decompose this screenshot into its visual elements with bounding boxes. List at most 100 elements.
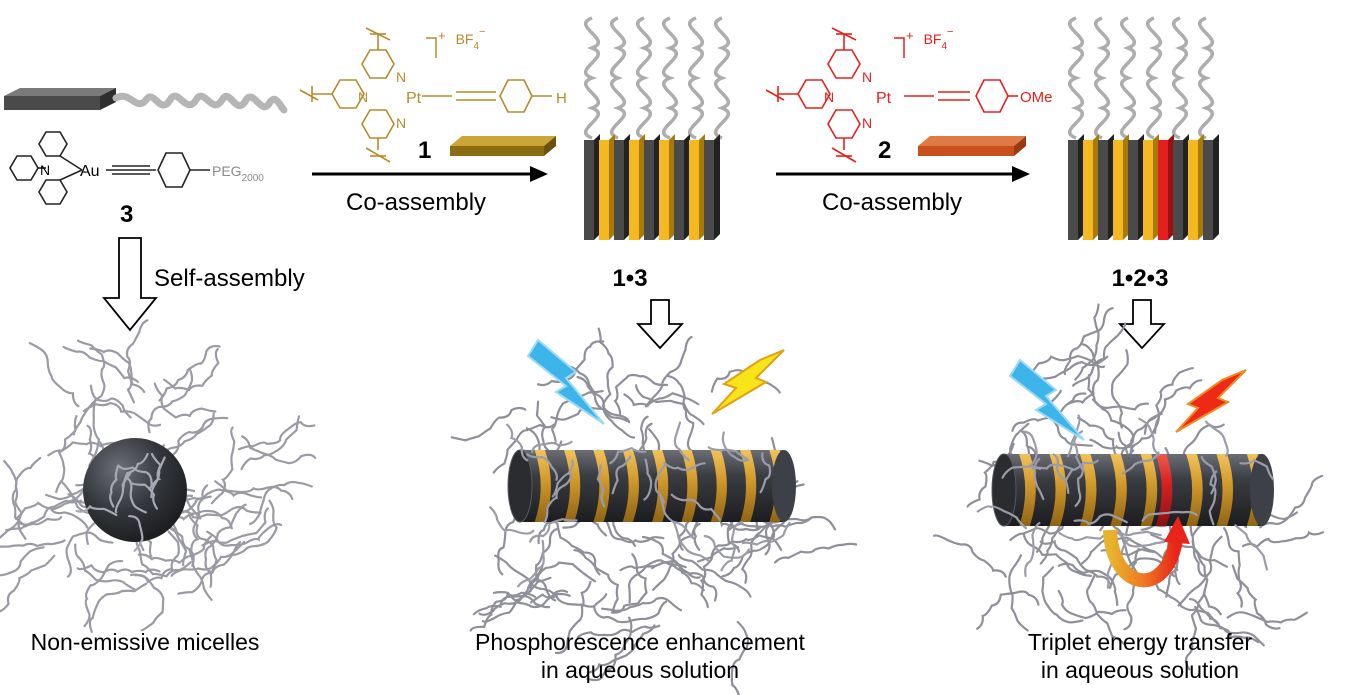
- peg-chain: [672, 521, 711, 563]
- peg-chain: [759, 452, 772, 494]
- peg-chain: [1063, 459, 1099, 484]
- peg-chain: [82, 401, 162, 427]
- peg-loop: [583, 16, 601, 140]
- peg-chain: [721, 431, 750, 462]
- peg-chain: [1057, 589, 1127, 620]
- peg-chain: [1191, 539, 1222, 616]
- gold-stripe: [1110, 454, 1127, 526]
- plate-side: [1123, 134, 1129, 240]
- peg-chain: [677, 554, 752, 598]
- peg-chain: [1020, 430, 1038, 467]
- compound-3-plate-side: [100, 88, 116, 110]
- peg-chain: [1223, 527, 1243, 608]
- peg-chain: [1149, 576, 1219, 625]
- yellow-lightning-icon: [711, 349, 785, 415]
- peg-chain: [1141, 510, 1198, 522]
- assembly-1-3-label: 1•3: [612, 265, 647, 292]
- peg-chain: [551, 459, 575, 498]
- peg-chain: [0, 546, 45, 577]
- peg-chain: [933, 534, 1007, 578]
- peg-chain: [659, 495, 695, 540]
- caption-micelles: Non-emissive micelles: [30, 629, 260, 655]
- peg-chain: [1024, 522, 1041, 577]
- peg-chain: [1231, 564, 1281, 630]
- yellow-plate: [1143, 140, 1153, 240]
- yellow-plate: [1083, 140, 1093, 240]
- peg-chain: [170, 540, 246, 577]
- peg-chain: [643, 458, 653, 501]
- gold-stripe: [740, 450, 757, 522]
- dark-plate: [674, 140, 684, 240]
- peg-chain: [1067, 343, 1100, 405]
- peg-chain: [773, 542, 858, 564]
- compound-2-bf-sup: −: [947, 26, 953, 38]
- yellow-plate: [1188, 140, 1198, 240]
- peg-loop: [635, 16, 653, 140]
- peg-chain: [517, 539, 545, 588]
- peg-chain: [128, 515, 144, 552]
- cylinder-end: [507, 449, 533, 523]
- peg-chain: [611, 455, 632, 495]
- peg-chain: [1073, 430, 1084, 471]
- peg-loop: [1067, 16, 1085, 140]
- blue-lightning-icon-1: [526, 338, 605, 425]
- compound-1-nitrogen-top: N: [396, 69, 406, 85]
- peg-chain: [586, 616, 633, 682]
- plate-side: [1198, 134, 1204, 240]
- compound-2-counterion: +BF4−: [906, 26, 953, 52]
- gold-stripe: [1019, 454, 1036, 526]
- peg-chain: [0, 516, 63, 539]
- yellow-plate: [659, 140, 669, 240]
- compound-3-structure: N Au PEG2000 3: [4, 88, 288, 228]
- gold-stripe: [534, 450, 551, 522]
- compound-3-nitrogen: N: [40, 162, 50, 178]
- micelle-surface-chains: [75, 452, 166, 552]
- dark-plate: [1203, 140, 1213, 240]
- peg-chain: [158, 344, 221, 402]
- peg-chain: [125, 319, 149, 393]
- peg-chain: [179, 488, 263, 504]
- compound-1-bf-sup: −: [479, 26, 485, 38]
- peg-chain: [644, 335, 693, 408]
- plate-side: [1108, 134, 1114, 240]
- peg-chain: [153, 382, 217, 419]
- peg-chain: [1001, 465, 1042, 479]
- peg-chain: [573, 549, 620, 614]
- peg-chain: [720, 521, 744, 572]
- caption-phosphorescence: Phosphorescence enhancement in aqueous s…: [440, 628, 840, 684]
- red-stripe: [1155, 454, 1173, 526]
- peg-chain: [1091, 398, 1135, 462]
- peg-chain: [1143, 379, 1203, 435]
- peg-chain: [1022, 533, 1093, 577]
- compound-3-plate: [4, 96, 100, 110]
- peg-chain: [83, 559, 124, 628]
- gold-stripe: [1049, 454, 1067, 526]
- energy-transfer-arrow: [1103, 516, 1190, 588]
- plate-side: [699, 134, 705, 240]
- compound-2-number: 2: [878, 137, 891, 164]
- dark-plate: [704, 140, 714, 240]
- peg-chain: [1067, 414, 1081, 458]
- peg-chain: [1041, 566, 1084, 624]
- dark-plate: [614, 140, 624, 240]
- peg-chain: [1123, 547, 1140, 631]
- peg-chain: [586, 624, 656, 674]
- yellow-plate: [1113, 140, 1123, 240]
- self-assembly-arrow: [102, 237, 158, 332]
- peg-chain: [241, 435, 317, 465]
- plate-side: [1153, 134, 1159, 240]
- peg-chain: [1194, 605, 1265, 647]
- peg-chain: [593, 600, 668, 624]
- peg-chain: [76, 563, 161, 574]
- red-lightning-icon: [1175, 369, 1247, 433]
- coassembly-label-1: Co-assembly: [346, 189, 486, 216]
- cylinder-end: [772, 450, 796, 522]
- compound-2-structure: [765, 27, 1018, 163]
- peg-chain: [65, 531, 114, 578]
- peg-chain: [550, 390, 604, 444]
- gold-stripe: [1140, 454, 1158, 526]
- peg-chain: [74, 543, 137, 592]
- caption-triplet-line2: in aqueous solution: [1040, 657, 1240, 683]
- peg-chain: [147, 367, 194, 434]
